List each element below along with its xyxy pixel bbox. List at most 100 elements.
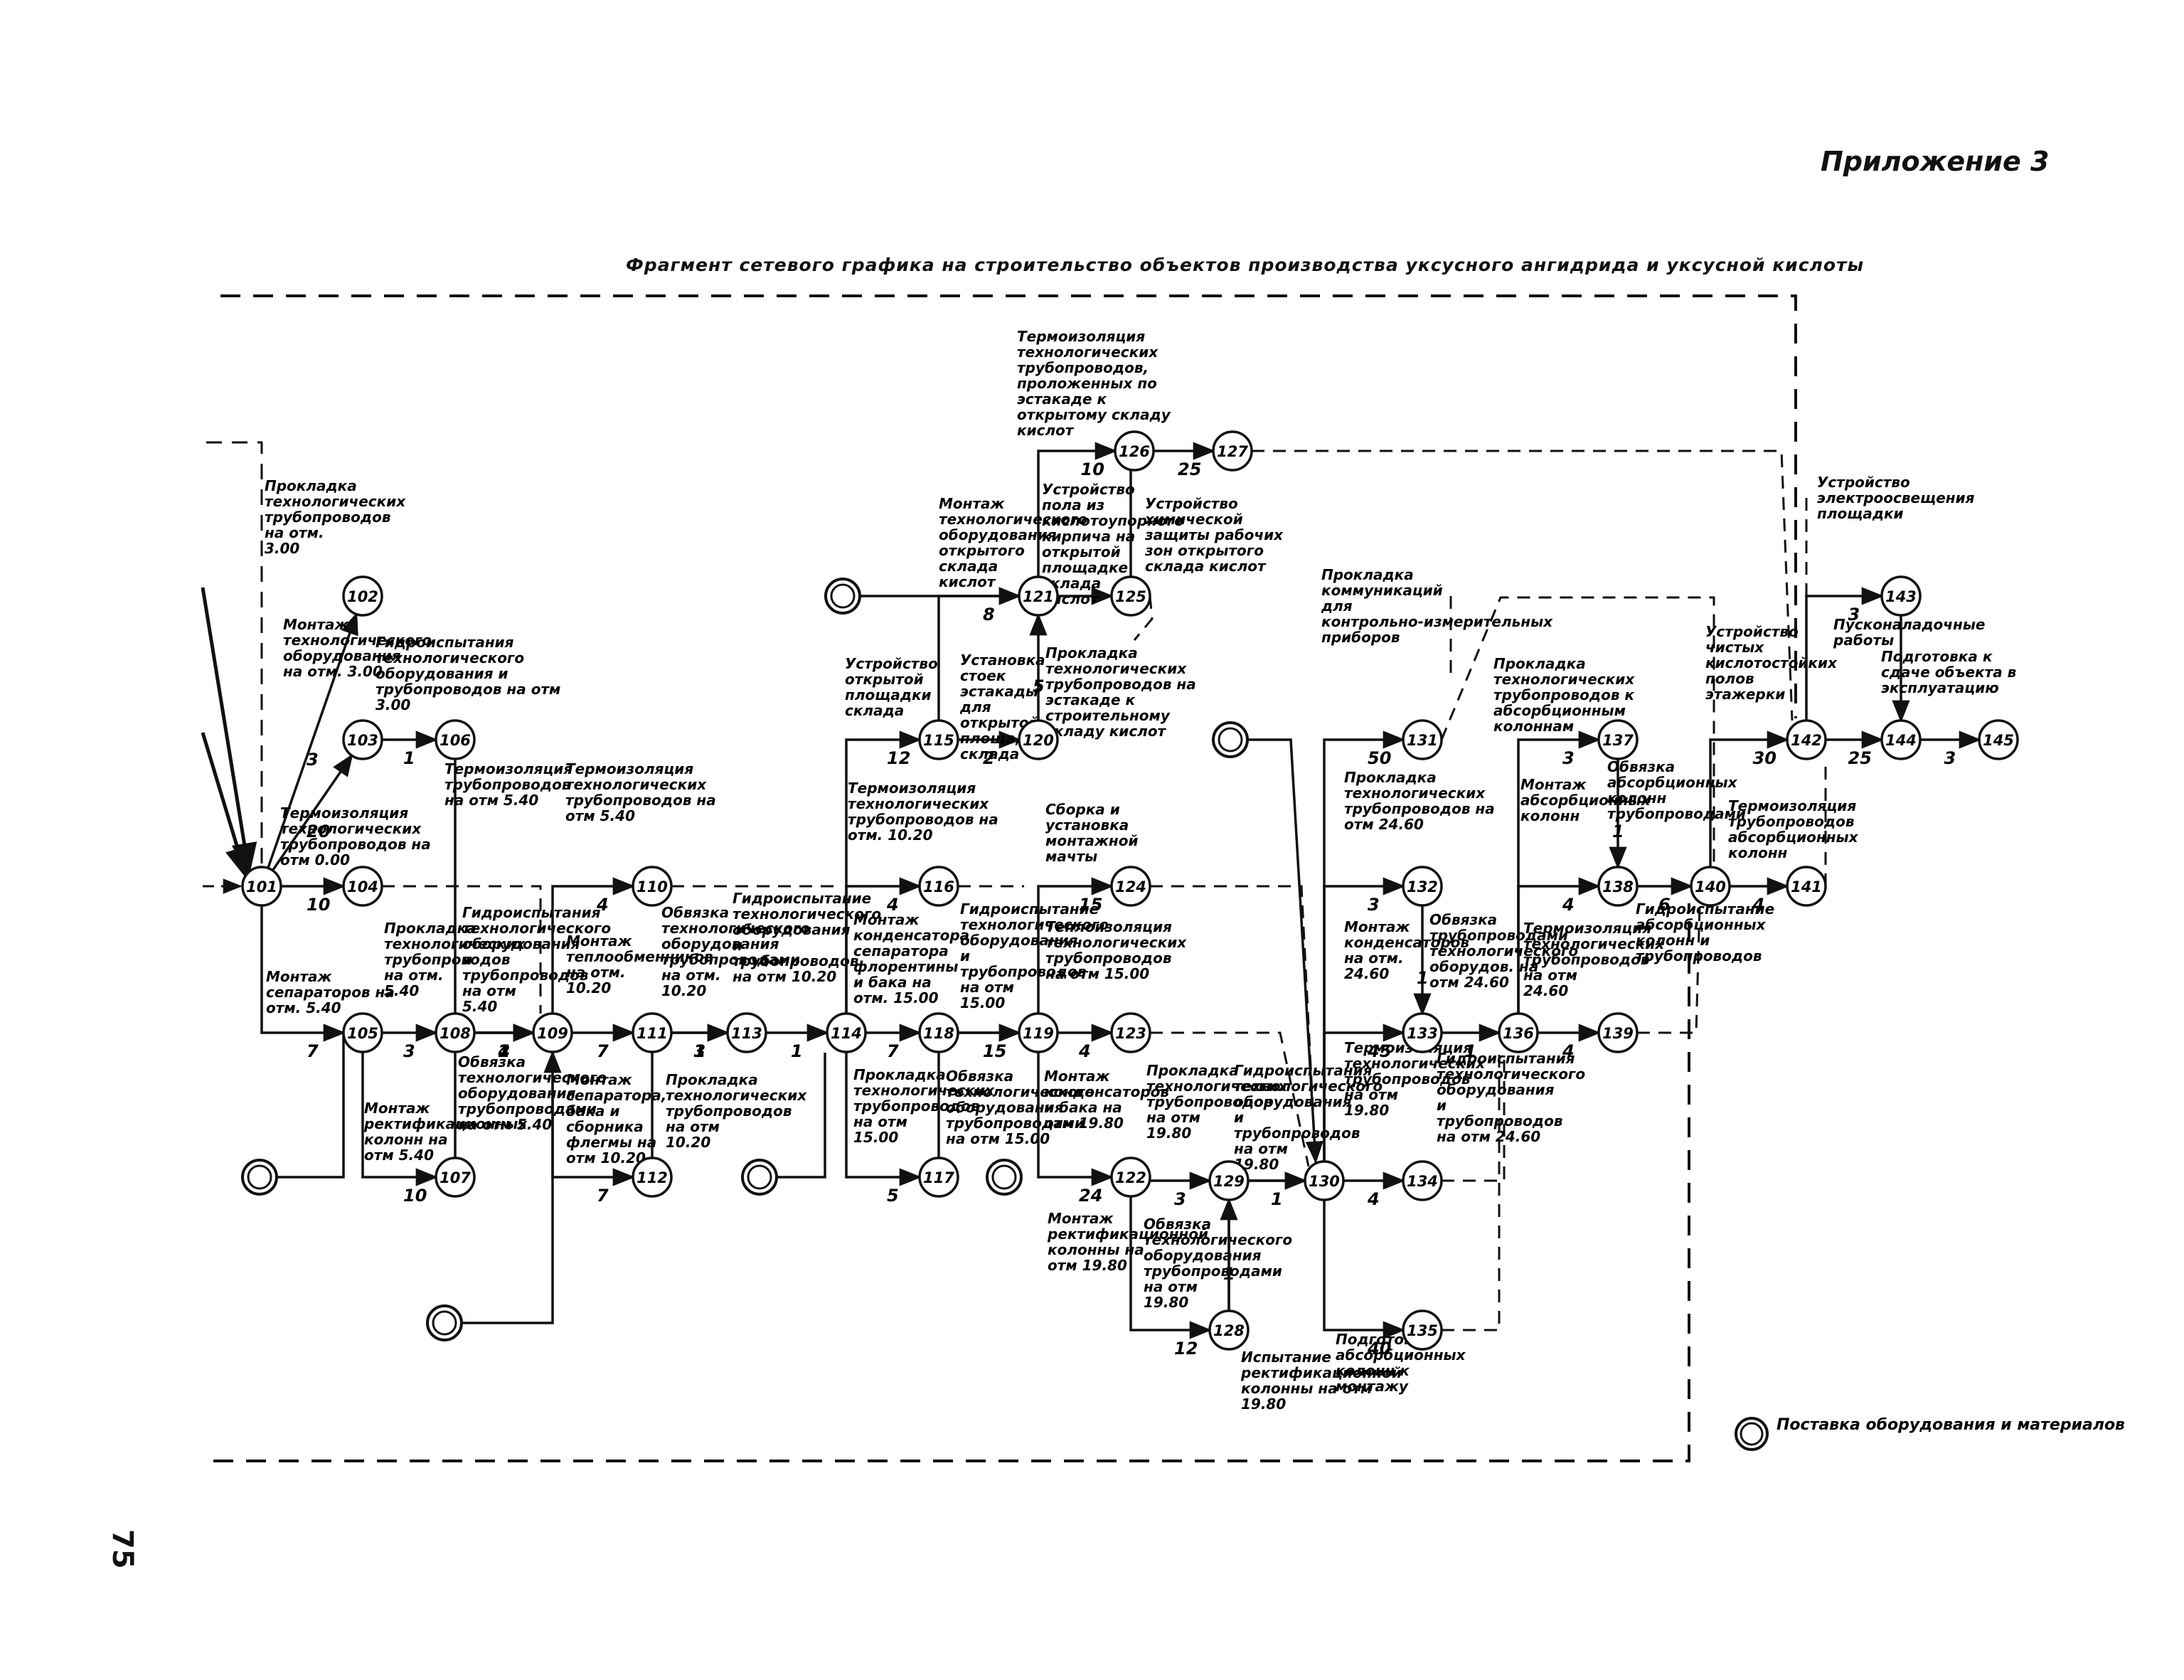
event-circle [632, 866, 673, 907]
event-number: 138 [1602, 878, 1634, 895]
activity-duration: 7 [597, 1186, 609, 1206]
event-node-141: 141 [1786, 866, 1827, 907]
event-number: 132 [1407, 878, 1438, 895]
activity-arrow-119-122 [1037, 1052, 1114, 1186]
event-node-133: 133 [1402, 1012, 1443, 1053]
event-circle [1402, 866, 1443, 907]
activity-arrow-130-133 [1323, 1024, 1406, 1161]
activity-duration: 1 [791, 1041, 803, 1061]
activity-arrow-101-105 [260, 905, 346, 1042]
event-node-134: 134 [1402, 1160, 1443, 1201]
activity-duration: 8 [983, 605, 995, 624]
event-number: 125 [1115, 588, 1146, 605]
event-circle [826, 1012, 867, 1053]
event-circle [1110, 866, 1151, 907]
activity-duration: 3 [694, 1041, 706, 1061]
supply-arrow [1247, 738, 1323, 1164]
event-circle [918, 719, 959, 760]
event-number: 141 [1791, 878, 1822, 895]
activity-duration: 1 [403, 748, 415, 768]
activity-arrow-136-138 [1517, 877, 1602, 1014]
entry-arrow [201, 732, 250, 880]
event-node-135: 135 [1402, 1309, 1443, 1351]
supply-icon-inner [991, 1164, 1017, 1190]
event-node-143: 143 [1880, 575, 1922, 617]
activity-duration: 4 [596, 895, 609, 915]
event-node-117: 117 [918, 1157, 959, 1198]
event-node-105: 105 [342, 1012, 383, 1053]
event-node-130: 130 [1304, 1160, 1345, 1201]
event-circle [342, 866, 383, 907]
event-node-145: 145 [1978, 719, 2019, 760]
event-node-107: 107 [435, 1157, 476, 1198]
activity-duration: 1 [1612, 822, 1624, 841]
event-node-104: 104 [342, 866, 383, 907]
event-circle [1597, 866, 1639, 907]
activity-duration: 50 [1368, 748, 1391, 768]
event-number: 112 [636, 1169, 668, 1186]
event-node-137: 137 [1597, 719, 1639, 760]
activity-duration: 25 [1848, 748, 1872, 768]
event-circle [1786, 719, 1827, 760]
event-number: 104 [347, 878, 378, 895]
event-circle [1018, 719, 1059, 760]
event-circle [1110, 575, 1151, 617]
activity-duration: 7 [307, 1041, 319, 1061]
entry-arrow [201, 587, 257, 876]
activity-duration: 4 [886, 895, 899, 915]
activity-duration: 15 [983, 1041, 1006, 1061]
event-circle [1018, 575, 1059, 617]
event-node-118: 118 [918, 1012, 959, 1053]
dummy-dependency [1150, 1031, 1310, 1167]
event-circle [1018, 1012, 1059, 1053]
supply-arrow [277, 1033, 345, 1179]
activity-duration: 1 [1465, 1041, 1477, 1061]
event-circle [532, 1012, 573, 1053]
activity-duration: 24 [1079, 1186, 1102, 1206]
event-circle [1402, 719, 1443, 760]
event-number: 136 [1503, 1025, 1534, 1042]
event-number: 128 [1213, 1322, 1245, 1339]
event-number: 115 [923, 732, 954, 749]
event-number: 140 [1695, 878, 1726, 895]
event-node-102: 102 [342, 575, 383, 617]
event-number: 119 [1023, 1025, 1054, 1042]
event-circle [241, 866, 282, 907]
activity-duration: 4 [1562, 1041, 1575, 1061]
supply-icon-inner [1218, 727, 1243, 753]
event-node-129: 129 [1208, 1160, 1250, 1201]
event-number: 130 [1309, 1173, 1340, 1190]
event-circle [1786, 866, 1827, 907]
activity-duration: 15 [1079, 895, 1102, 915]
event-circle [435, 1012, 476, 1053]
event-circle [1114, 430, 1155, 472]
event-number: 117 [923, 1169, 954, 1186]
event-node-142: 142 [1786, 719, 1827, 760]
event-number: 116 [923, 878, 954, 895]
event-node-108: 108 [435, 1012, 476, 1053]
event-number: 109 [537, 1025, 568, 1042]
